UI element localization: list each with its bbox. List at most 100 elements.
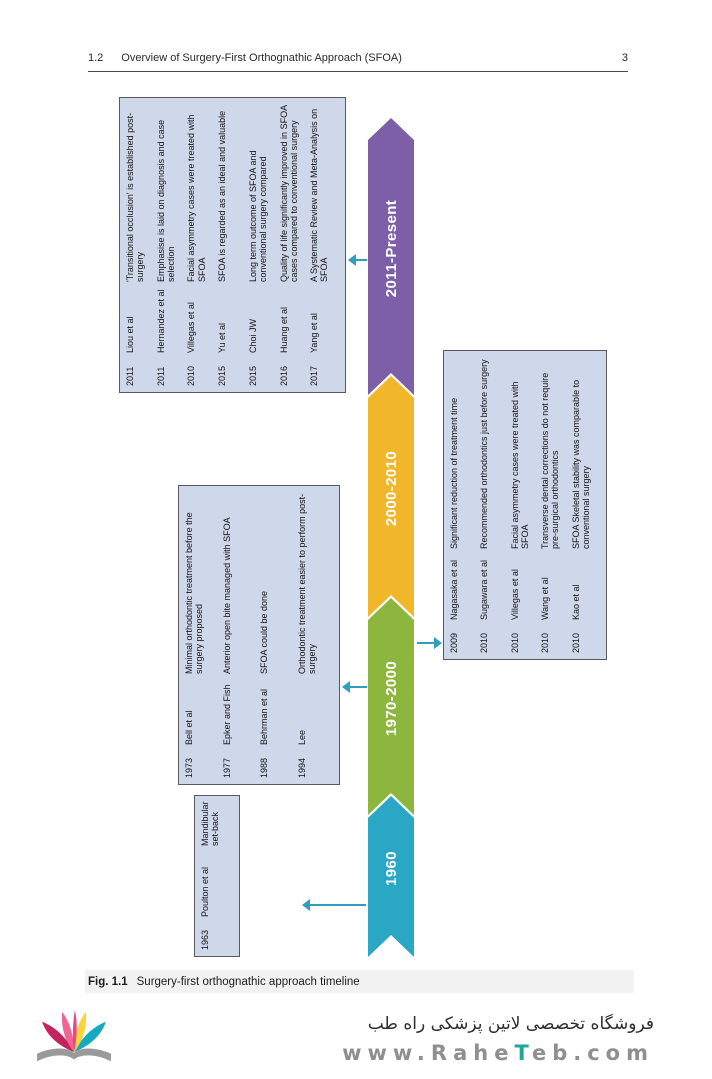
entry-year: 1973 — [184, 757, 194, 778]
timeline-segment-1960: 1960 — [368, 796, 414, 957]
entry-author: Epker and Fish — [221, 684, 232, 745]
connector-arrow-1960 — [302, 899, 366, 911]
url-part: eb.com — [531, 1040, 654, 1065]
entry-author: Behrman et al — [259, 688, 269, 745]
entry-desc: Significant reduction of treatment time — [449, 397, 459, 549]
running-head: 1.2 Overview of Surgery-First Orthognathi… — [88, 52, 402, 64]
entry-year: 2010 — [570, 632, 581, 653]
figure-caption: Fig. 1.1 Surgery-first orthognathic appr… — [85, 970, 634, 993]
connector-arrow-2011-present — [348, 254, 367, 266]
entry-desc: SFOA Skeletal stability was comparable t… — [570, 379, 591, 549]
entry-year: 2015 — [247, 365, 258, 386]
entry-desc: Anterior open bite managed with SFOA — [221, 517, 232, 674]
footer: فروشگاه تخصصی لاتین پزشکی راه طب www.Rah… — [32, 1000, 654, 1078]
entry-desc: 'Transitional occlusion' is established … — [125, 112, 146, 282]
timeline-entry: 2011 Liou et al 'Transitional occlusion'… — [125, 104, 156, 386]
entry-author: Bell et al — [184, 710, 194, 745]
section-title: Overview of Surgery-First Orthognathic A… — [121, 52, 402, 64]
entry-desc: Minimal orthodontic treatment before the… — [184, 512, 205, 674]
raheteb-logo — [37, 1010, 111, 1062]
entry-author: Hernandez et al — [155, 289, 166, 353]
timeline-segment-2000-2010: 2000-2010 — [368, 376, 414, 617]
entry-year: 2009 — [449, 632, 459, 653]
entry-desc: Mandibular set-back — [200, 801, 221, 846]
footer-text: فروشگاه تخصصی لاتین پزشکی راه طب www.Rah… — [342, 1014, 654, 1065]
timeline-canvas: 1960 1970-2000 2000-2010 2011-Present 19… — [90, 95, 635, 965]
entry-year: 2010 — [509, 632, 520, 653]
entry-author: Huang et al — [278, 306, 289, 353]
url-part: www.Rahe — [342, 1040, 515, 1065]
entry-desc: SFOA could be done — [259, 590, 269, 674]
connector-arrow-2000-2010 — [417, 637, 442, 649]
references-box-2000-2010: 2009 Nagasaka et al Significant reductio… — [443, 350, 607, 660]
figure-caption-label: Fig. 1.1 — [88, 975, 128, 988]
figure-1-1: 1960 1970-2000 2000-2010 2011-Present 19… — [90, 95, 635, 965]
entry-desc: Quality of life significantly improved i… — [278, 105, 299, 282]
entry-desc: Recommended orthodontics just before sur… — [479, 359, 490, 549]
entry-author: Villegas et al — [186, 302, 197, 353]
timeline-entry: 2010 Sugawara et al Recommended orthodon… — [479, 357, 509, 653]
entry-desc: Long term outcome of SFOA and convention… — [247, 150, 268, 282]
timeline-entry: 1963 Poulton et al Mandibular set-back — [200, 801, 234, 950]
references-box-2011-present: 2011 Liou et al 'Transitional occlusion'… — [119, 97, 346, 393]
entry-desc: A Systematic Review and Meta-Analysis on… — [309, 108, 330, 282]
entry-author: Sugawara et al — [479, 559, 490, 620]
references-box-1960: 1963 Poulton et al Mandibular set-back — [194, 795, 240, 957]
entry-author: Kao et al — [570, 584, 581, 620]
entry-author: Choi JW — [247, 318, 258, 353]
entry-year: 2016 — [278, 365, 289, 386]
entry-author: Wang et al — [540, 577, 551, 620]
entry-year: 2017 — [309, 365, 320, 386]
website-url[interactable]: www.RaheTeb.com — [342, 1041, 654, 1065]
connector-arrow-1970-2000 — [342, 681, 367, 693]
entry-year: 2010 — [540, 632, 551, 653]
entry-year: 1988 — [259, 757, 269, 778]
timeline-entry: 2010 Kao et al SFOA Skeletal stability w… — [571, 357, 601, 653]
timeline-segment-2011-present: 2011-Present — [368, 118, 414, 395]
page-header: 1.2 Overview of Surgery-First Orthognathi… — [88, 52, 628, 72]
timeline-entry: 2011 Hernandez et al Emphasise is laid o… — [156, 104, 187, 386]
url-accent-letter: T — [514, 1040, 532, 1065]
timeline-entry: 2016 Huang et al Quality of life signifi… — [279, 104, 310, 386]
entry-author: Yu et al — [217, 322, 228, 353]
entry-year: 2010 — [479, 632, 490, 653]
segment-label: 1970-2000 — [382, 660, 400, 737]
arrow-head-icon — [434, 637, 442, 649]
segment-label: 2000-2010 — [382, 450, 400, 527]
timeline-entry: 1988 Behrman et al SFOA could be done — [259, 492, 297, 778]
timeline-entry: 2015 Yu et al SFOA is regarded as an ide… — [217, 104, 248, 386]
timeline-entry: 2010 Wang et al Transverse dental correc… — [540, 357, 570, 653]
references-box-1970-2000: 1973 Bell et al Minimal orthodontic trea… — [178, 485, 340, 785]
timeline-entry: 1977 Epker and Fish Anterior open bite m… — [222, 492, 260, 778]
segment-label: 1960 — [382, 851, 400, 886]
entry-desc: Facial asymmetry cases were treated with… — [186, 114, 207, 282]
entry-desc: Facial asymmetry cases were treated with… — [509, 381, 530, 549]
entry-desc: Transverse dental corrections do not req… — [540, 372, 561, 549]
entry-author: Villegas et al — [509, 569, 520, 620]
entry-desc: Orthodontic treatment easier to perform … — [296, 493, 317, 674]
entry-author: Lee — [296, 729, 307, 745]
arrow-shaft — [355, 259, 367, 261]
figure-caption-text: Surgery-first orthognathic approach time… — [136, 975, 360, 988]
entry-year: 1963 — [200, 929, 210, 950]
timeline-entry: 2015 Choi JW Long term outcome of SFOA a… — [248, 104, 279, 386]
entry-author: Yang et al — [309, 313, 320, 353]
timeline-entry: 1994 Lee Orthodontic treatment easier to… — [297, 492, 335, 778]
entry-author: Poulton et al — [200, 866, 210, 917]
arrow-shaft — [309, 904, 366, 906]
entry-desc: SFOA is regarded as an ideal and valuabl… — [217, 110, 228, 282]
entry-year: 1994 — [296, 757, 307, 778]
brand-name-persian: فروشگاه تخصصی لاتین پزشکی راه طب — [367, 1013, 654, 1034]
entry-year: 2011 — [155, 366, 166, 386]
arrow-shaft — [349, 686, 367, 688]
page-number: 3 — [621, 52, 628, 64]
timeline-entry: 1973 Bell et al Minimal orthodontic trea… — [184, 492, 222, 778]
timeline-segment-1970-2000: 1970-2000 — [368, 598, 414, 815]
entry-year: 2015 — [217, 365, 228, 386]
timeline-entry: 2010 Villegas et al Facial asymmetry cas… — [510, 357, 540, 653]
arrow-shaft — [417, 642, 435, 644]
section-number: 1.2 — [88, 52, 104, 64]
timeline-entry: 2017 Yang et al A Systematic Review and … — [309, 104, 340, 386]
timeline-entry: 2010 Villegas et al Facial asymmetry cas… — [186, 104, 217, 386]
entry-year: 2010 — [186, 365, 197, 386]
